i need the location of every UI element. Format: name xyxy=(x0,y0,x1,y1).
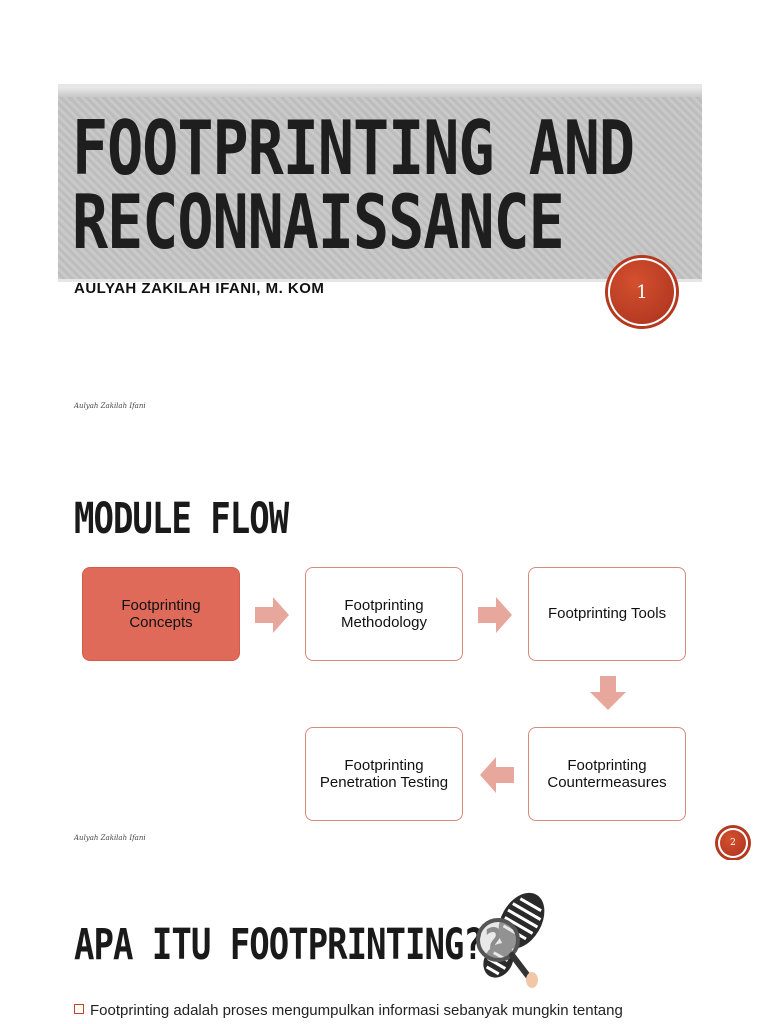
module-flow-slide: MODULE FLOW Footprinting Concepts Footpr… xyxy=(0,440,768,860)
magnifier-shoeprint-icon xyxy=(476,892,545,988)
what-is-footprinting-slide: APA ITU FOOTPRINTING?? Footprinting adal… xyxy=(0,860,768,1024)
title-line-1: FOOTPRINTING AND xyxy=(72,105,635,193)
author-subtitle: AULYAH ZAKILAH IFANI, M. KOM xyxy=(74,280,325,297)
flow-step-methodology: Footprinting Methodology xyxy=(305,567,463,661)
slide-footer: Aulyah Zakilah Ifani xyxy=(74,402,146,410)
module-flow-title: MODULE FLOW xyxy=(74,494,289,544)
flow-step-countermeasures: Footprinting Countermeasures xyxy=(528,727,686,821)
bullet-text: Footprinting adalah proses mengumpulkan … xyxy=(90,1002,623,1019)
arrow-left-icon xyxy=(480,757,514,793)
title-banner: FOOTPRINTING AND RECONNAISSANCE xyxy=(58,84,702,282)
flow-step-tools: Footprinting Tools xyxy=(528,567,686,661)
slide-footer: Aulyah Zakilah Ifani xyxy=(74,834,146,842)
flow-step-penetration-testing: Footprinting Penetration Testing xyxy=(305,727,463,821)
arrow-down-icon xyxy=(590,676,626,710)
what-is-footprinting-title: APA ITU FOOTPRINTING?? xyxy=(74,920,503,970)
title-slide: FOOTPRINTING AND RECONNAISSANCE AULYAH Z… xyxy=(0,0,768,440)
page-number-badge: 2 xyxy=(718,828,748,858)
flow-step-concepts: Footprinting Concepts xyxy=(82,567,240,661)
arrow-right-icon xyxy=(255,597,289,633)
bullet-item: Footprinting adalah proses mengumpulkan … xyxy=(74,1002,623,1019)
square-bullet-icon xyxy=(74,1004,84,1014)
arrow-right-icon xyxy=(478,597,512,633)
page-number-badge: 1 xyxy=(608,258,676,326)
title-line-2: RECONNAISSANCE xyxy=(72,179,565,267)
